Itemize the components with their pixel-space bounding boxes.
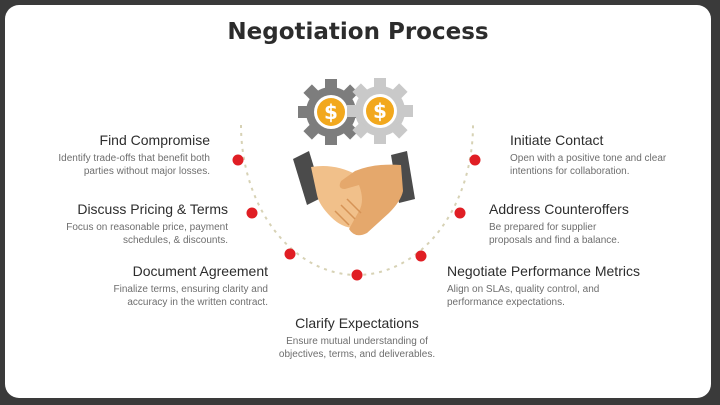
step-dot-address-counteroffers — [454, 207, 466, 219]
step-negotiate-metrics: Negotiate Performance Metrics Align on S… — [447, 263, 687, 309]
step-title: Clarify Expectations — [295, 315, 419, 331]
step-title: Document Agreement — [132, 263, 268, 279]
step-description: Open with a positive tone and clear inte… — [510, 153, 667, 177]
step-title: Negotiate Performance Metrics — [447, 263, 640, 279]
step-dot-initiate-contact — [469, 154, 481, 166]
step-description: Align on SLAs, quality control, and perf… — [447, 284, 600, 308]
step-address-counteroffers: Address Counteroffers Be prepared for su… — [489, 201, 711, 247]
step-title: Discuss Pricing & Terms — [77, 201, 228, 217]
step-title: Address Counteroffers — [489, 201, 629, 217]
step-document-agreement: Document Agreement Finalize terms, ensur… — [28, 263, 268, 309]
process-graphic: $ $ — [232, 78, 481, 281]
step-description: Ensure mutual understanding of objective… — [278, 336, 436, 360]
step-title: Find Compromise — [99, 132, 210, 148]
slide-title: Negotiation Process — [227, 19, 489, 45]
step-initiate-contact: Initiate Contact Open with a positive to… — [510, 132, 711, 178]
step-clarify-expectations: Clarify Expectations Ensure mutual under… — [237, 315, 477, 361]
step-dot-document-agreement — [284, 248, 296, 260]
step-description: Finalize terms, ensuring clarity and acc… — [113, 284, 268, 308]
step-dot-clarify-expectations — [351, 269, 363, 281]
svg-text:$: $ — [324, 100, 338, 124]
gear-dollar-icon: $ $ — [298, 78, 413, 145]
step-description: Identify trade-offs that benefit both pa… — [58, 153, 210, 177]
step-dot-negotiate-metrics — [415, 250, 427, 262]
step-description: Focus on reasonable price, payment sched… — [66, 222, 228, 246]
step-find-compromise: Find Compromise Identify trade-offs that… — [5, 132, 210, 178]
step-title: Initiate Contact — [510, 132, 604, 148]
step-dot-discuss-pricing — [246, 207, 258, 219]
handshake-icon — [293, 151, 415, 236]
step-discuss-pricing: Discuss Pricing & Terms Focus on reasona… — [5, 201, 228, 247]
step-dot-find-compromise — [232, 154, 244, 166]
slide: Negotiation Process $ — [5, 5, 711, 398]
step-description: Be prepared for supplier proposals and f… — [489, 222, 620, 246]
svg-text:$: $ — [373, 99, 387, 123]
